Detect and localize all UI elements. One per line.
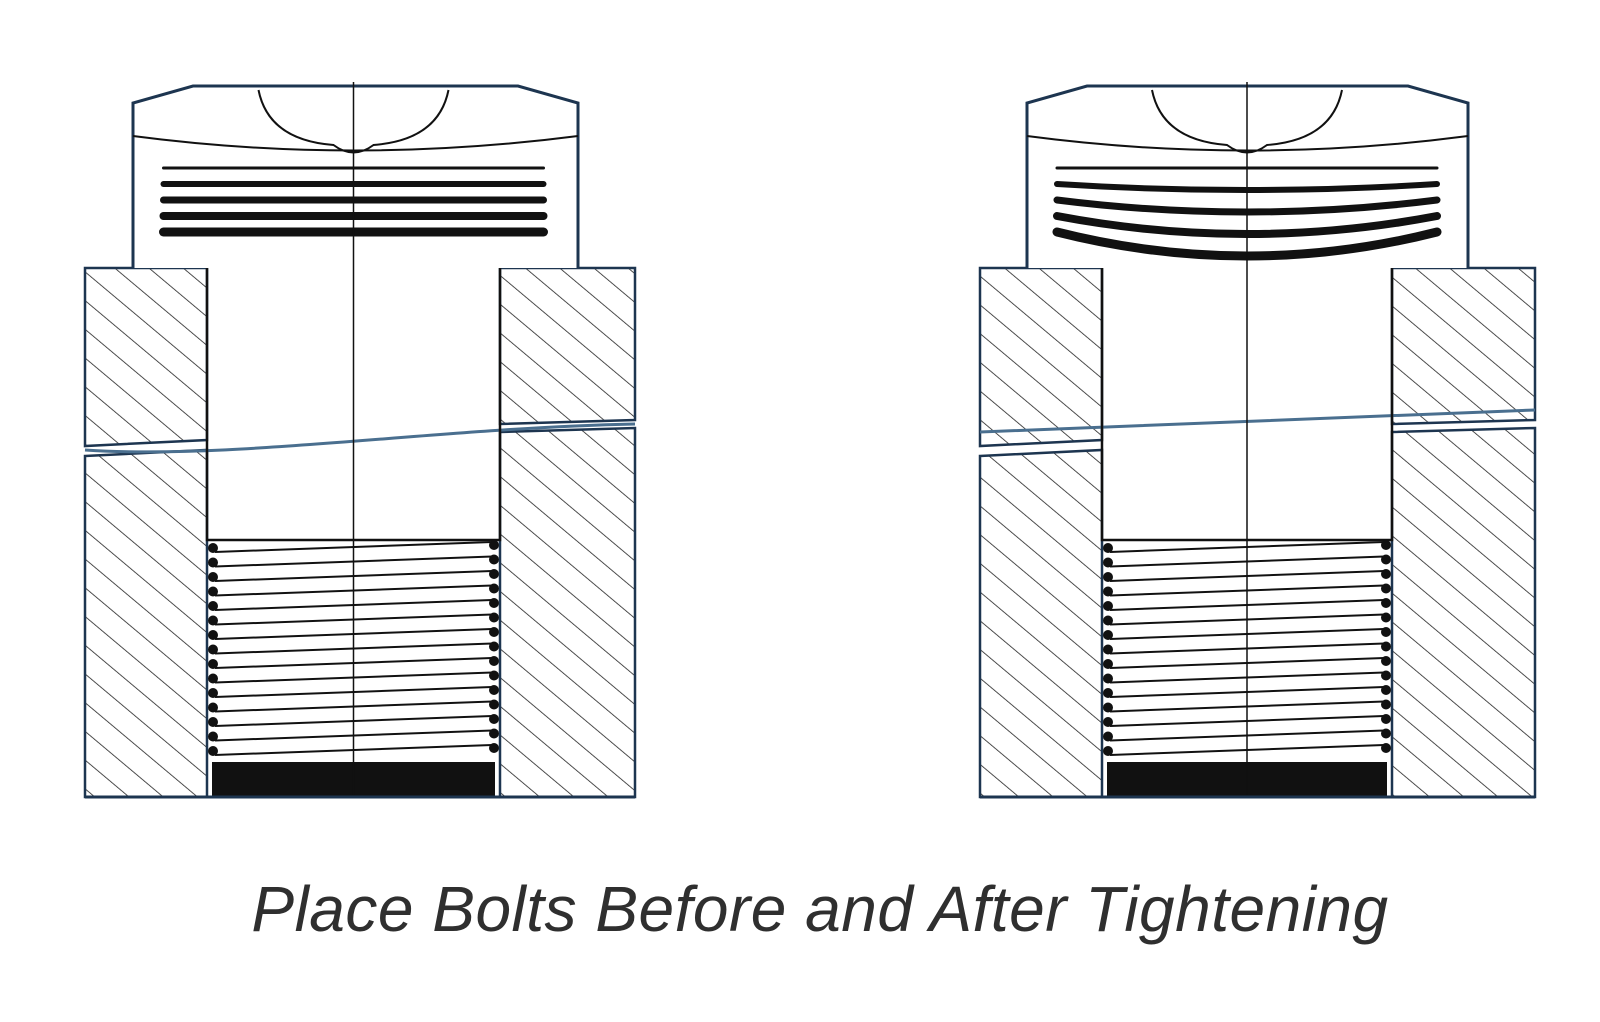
thread-crest [1381, 699, 1391, 710]
head-chamfer [132, 135, 579, 152]
thread-crest [1103, 659, 1113, 669]
thread-crest [489, 670, 499, 681]
bolt-after-tightening [978, 82, 1537, 799]
joint-line [979, 408, 1536, 434]
thread-crest [489, 627, 499, 637]
upper-plate-right [498, 266, 637, 426]
thread-crest [208, 644, 218, 655]
thread-crest [208, 731, 218, 742]
thread-crest [208, 702, 218, 713]
thread-crest [1381, 728, 1391, 739]
thread-crest [1103, 731, 1113, 742]
thread-crest [208, 543, 218, 553]
thread-crest [489, 656, 499, 666]
joint-line [84, 422, 636, 454]
thread-crest [1103, 673, 1113, 684]
thread-crest [1103, 557, 1113, 568]
thread-crest [1103, 543, 1113, 553]
thread-crest [1103, 717, 1113, 727]
thread-crest [1381, 656, 1391, 666]
thread-crest [208, 572, 218, 582]
thread-crest [489, 598, 499, 608]
thread-crest [208, 615, 218, 626]
thread-crest [1103, 572, 1113, 582]
thread-crest [489, 685, 499, 695]
thread-crest [1103, 586, 1113, 597]
thread-crest [1381, 685, 1391, 695]
thread-crest [208, 601, 218, 611]
thread-crest [208, 746, 218, 756]
thread-crest [208, 673, 218, 684]
caption: Place Bolts Before and After Tightening [251, 873, 1389, 945]
thread-crest [489, 641, 499, 652]
thread-crest [1103, 702, 1113, 713]
thread-crest [1381, 612, 1391, 623]
upper-plate-left [83, 266, 209, 448]
thread-crest [1103, 746, 1113, 756]
thread-crest [489, 612, 499, 623]
thread-crest [208, 717, 218, 727]
thread-crest [1103, 644, 1113, 655]
lower-plate-left [978, 448, 1104, 799]
thread-crest [1381, 743, 1391, 753]
thread-crest [489, 583, 499, 594]
thread-crest [1381, 554, 1391, 565]
upper-plate-right [1390, 266, 1537, 426]
bolt-head [131, 84, 580, 268]
bolt-before-tightening [83, 82, 637, 799]
thread-crest [1381, 714, 1391, 724]
thread-crest [1381, 569, 1391, 579]
thread-crest [489, 569, 499, 579]
thread-crest [1381, 540, 1391, 550]
thread-crest [208, 586, 218, 597]
thread-crest [489, 743, 499, 753]
thread-crest [208, 688, 218, 698]
thread-crest [489, 554, 499, 565]
thread-crest [489, 540, 499, 550]
thread-crest [489, 728, 499, 739]
thread-crest [1381, 583, 1391, 594]
thread-crest [1381, 641, 1391, 652]
thread-crest [489, 699, 499, 710]
thread-crest [1103, 688, 1113, 698]
upper-plate-left [978, 266, 1104, 448]
lower-plate-right [1390, 426, 1537, 799]
thread-crest [1381, 627, 1391, 637]
thread-crest [1103, 601, 1113, 611]
thread-crest [208, 557, 218, 568]
thread-crest [1381, 670, 1391, 681]
thread-crest [1103, 615, 1113, 626]
lower-plate-left [83, 448, 209, 799]
lower-plate-right [498, 426, 637, 799]
thread-crest [1381, 598, 1391, 608]
thread-crest [208, 659, 218, 669]
thread-crest [1103, 630, 1113, 640]
thread-crest [489, 714, 499, 724]
thread-crest [208, 630, 218, 640]
